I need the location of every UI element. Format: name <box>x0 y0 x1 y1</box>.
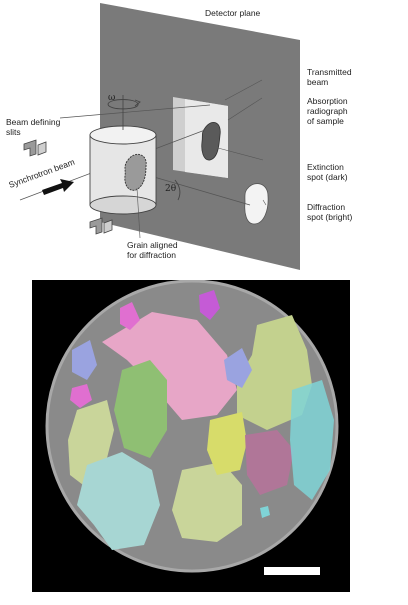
grain <box>77 452 160 550</box>
grain <box>290 380 334 500</box>
two-theta-symbol: 2θ <box>165 184 176 194</box>
beam-line-upper <box>59 104 211 119</box>
omega-symbol: ω <box>108 93 115 103</box>
grain <box>120 302 140 330</box>
diffraction-spot-label: Diffraction <box>307 202 345 212</box>
slit-upper-icon <box>23 139 37 157</box>
grain <box>207 412 247 475</box>
grain <box>224 348 252 388</box>
svg-text:beam: beam <box>307 77 328 87</box>
grain <box>114 360 167 458</box>
grain-map-panel <box>32 280 350 592</box>
svg-text:for diffraction: for diffraction <box>127 250 176 260</box>
svg-text:of sample: of sample <box>307 116 344 126</box>
grain <box>102 312 237 420</box>
sample-cylinder <box>89 134 157 206</box>
grain <box>260 506 270 518</box>
grain <box>70 384 92 408</box>
grain <box>172 462 242 542</box>
svg-text:radiograph: radiograph <box>307 106 348 116</box>
diffraction-spot <box>244 183 269 225</box>
grain <box>199 290 220 320</box>
grain <box>245 430 294 495</box>
slit-lower-icon <box>89 217 103 235</box>
svg-text:slits: slits <box>6 127 21 137</box>
detector-plane-label: Detector plane <box>205 8 261 18</box>
slits-label: Beam defining <box>6 117 61 127</box>
svg-text:spot (bright): spot (bright) <box>307 212 353 222</box>
grain <box>72 340 97 380</box>
grain-in-sample <box>124 153 147 191</box>
scale-bar <box>264 567 320 575</box>
svg-text:spot (dark): spot (dark) <box>307 172 348 182</box>
grain-map-svg <box>32 280 350 592</box>
extinction-spot-label: Extinction <box>307 162 344 172</box>
schematic-panel: Detector plane Transmitted beam Absorpti… <box>0 0 408 272</box>
two-theta-arc <box>174 179 181 201</box>
grain-aligned-label: Grain aligned <box>127 240 178 250</box>
extinction-spot <box>201 121 221 161</box>
transmitted-beam-label: Transmitted <box>307 67 352 77</box>
schematic-svg: Detector plane Transmitted beam Absorpti… <box>6 3 353 270</box>
absorption-radiograph-label: Absorption <box>307 96 348 106</box>
beam-arrow-icon <box>42 179 74 195</box>
